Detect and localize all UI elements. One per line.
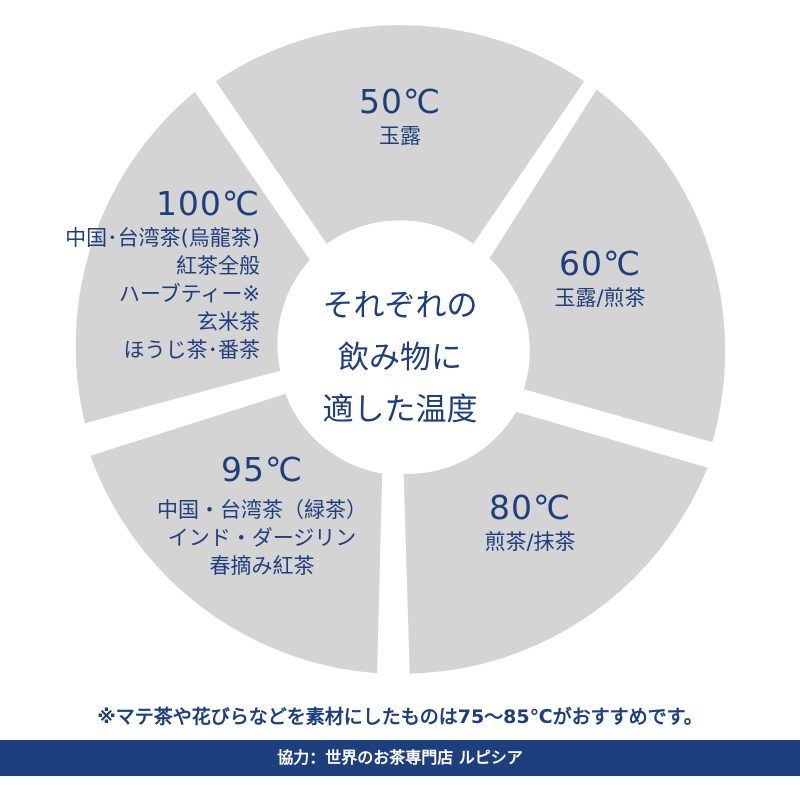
center-title: それぞれの 飲み物に 適した温度 xyxy=(323,280,478,436)
temp-50: 50℃ xyxy=(358,82,442,121)
credit-bar: 協力：世界のお茶専門店 ルピシア xyxy=(0,740,800,776)
credit-text: 協力：世界のお茶専門店 ルピシア xyxy=(277,748,523,767)
temperature-wheel xyxy=(75,25,726,674)
segment-100 xyxy=(75,91,310,424)
teas-95-line-3: 春摘み紅茶 xyxy=(209,554,315,578)
teas-95-line-1: 中国・台湾茶（緑茶） xyxy=(157,498,367,522)
segment-50 xyxy=(215,25,585,244)
temp-80: 80℃ xyxy=(488,488,572,527)
teas-100-line-5: ほうじ茶･番茶 xyxy=(123,338,261,362)
teas-50-line-1: 玉露 xyxy=(379,124,421,148)
center-line-2: 飲み物に xyxy=(338,340,462,376)
teas-100-line-3: ハーブティー※ xyxy=(118,282,260,306)
center-line-3: 適した温度 xyxy=(322,392,478,428)
teas-100-line-2: 紅茶全般 xyxy=(176,254,260,278)
teas-60-line-1: 玉露/煎茶 xyxy=(554,286,646,310)
center-line-1: それぞれの xyxy=(322,288,478,324)
segment-95 xyxy=(90,393,383,674)
label-95: 95℃ 中国・台湾茶（緑茶） インド・ダージリン 春摘み紅茶 xyxy=(157,450,367,580)
label-80: 80℃ 煎茶/抹茶 xyxy=(484,488,575,556)
label-50: 50℃ 玉露 xyxy=(359,82,441,150)
temp-95: 95℃ xyxy=(220,450,304,489)
segment-60 xyxy=(489,89,726,443)
teas-80-line-1: 煎茶/抹茶 xyxy=(484,530,576,554)
footnote: ※マテ茶や花びらなどを素材にしたものは75～85℃がおすすめです。 xyxy=(97,706,703,728)
temp-100: 100℃ xyxy=(155,184,260,223)
teas-95-line-2: インド・ダージリン xyxy=(167,526,357,550)
teas-100-line-4: 玄米茶 xyxy=(197,310,260,334)
temp-60: 60℃ xyxy=(558,244,642,283)
teas-100-line-1: 中国･台湾茶(烏龍茶) xyxy=(65,226,260,250)
label-60: 60℃ 玉露/煎茶 xyxy=(554,244,645,312)
label-100: 100℃ 中国･台湾茶(烏龍茶) 紅茶全般 ハーブティー※ 玄米茶 ほうじ茶･番… xyxy=(65,184,260,364)
segment-80 xyxy=(403,411,708,674)
